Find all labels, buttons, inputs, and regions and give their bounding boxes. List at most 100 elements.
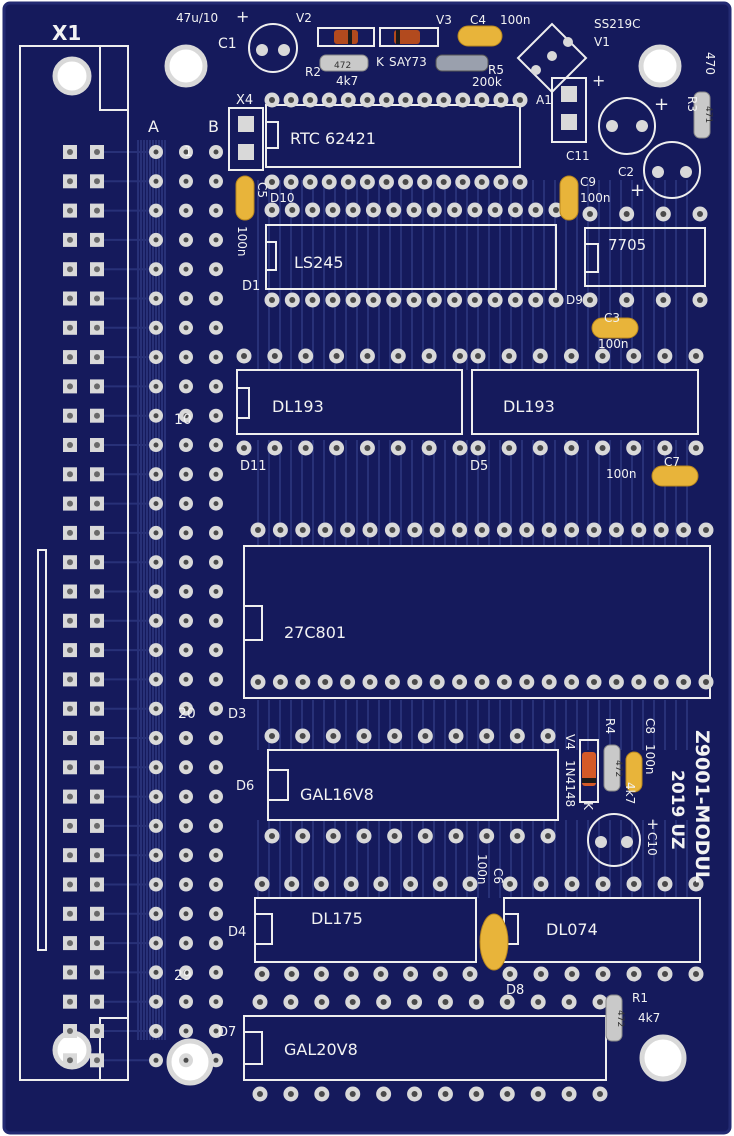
- label-c8-value: 100n: [643, 744, 657, 775]
- label-c5: C5: [255, 182, 269, 198]
- chip-label-d11: DL193: [272, 397, 324, 416]
- chip-label-d9: 7705: [608, 236, 646, 254]
- label-v1-part: SS219C: [594, 17, 641, 31]
- label-c5-value: 100n: [235, 226, 249, 257]
- label-v4: V4: [563, 734, 577, 750]
- label-r2: R2: [305, 65, 321, 79]
- label-k-v4: K: [581, 802, 595, 811]
- ic-d11-outline: [236, 369, 463, 435]
- label-c11: C11: [566, 149, 590, 163]
- chip-label-d7: GAL20V8: [284, 1040, 358, 1059]
- capacitor-c3: [591, 317, 639, 339]
- row-number-10: 10: [174, 412, 192, 428]
- label-c1-plus: +: [236, 7, 249, 26]
- ic-d9-outline: [584, 227, 706, 287]
- diode-v2: [317, 27, 375, 47]
- resistor-r1-code: 472: [615, 1010, 625, 1027]
- mounting-hole: [638, 44, 682, 88]
- label-v4-part: 1N4148: [563, 760, 577, 807]
- ic-d1-outline: [265, 224, 557, 290]
- ic-rtc-outline: [265, 104, 521, 168]
- x1-connector-outline: [19, 45, 129, 1081]
- board-title: Z9001-MODUL: [691, 730, 713, 883]
- label-a1: A1: [536, 93, 552, 107]
- resistor-r3-code: 471: [703, 106, 713, 123]
- label-r5-value: 200k: [472, 75, 502, 89]
- ic-d4-outline: [254, 897, 477, 963]
- electrolytic-c2: [643, 141, 701, 199]
- pin-field: [63, 145, 223, 1068]
- ic-d5-outline: [471, 369, 699, 435]
- trace-layer: [104, 140, 688, 1062]
- ic-outlines: [228, 77, 711, 1081]
- chip-label-d3: 27C801: [284, 623, 346, 642]
- label-d11: D11: [240, 459, 267, 474]
- chip-label-d6: GAL16V8: [300, 785, 374, 804]
- label-c2-plus-b: +: [630, 180, 645, 201]
- label-r1: R1: [632, 991, 648, 1005]
- label-c1-value: 47u/10: [176, 11, 218, 25]
- chip-label-d8: DL074: [546, 920, 598, 939]
- ic-d7-outline: [243, 1015, 607, 1081]
- label-c2: C2: [618, 165, 634, 179]
- electrolytic-c1: [248, 23, 298, 73]
- resistor-r2-code: 472: [334, 61, 351, 71]
- label-d7: D7: [218, 1025, 236, 1040]
- label-r2-value: 4k7: [336, 74, 358, 88]
- label-c4-value: 100n: [500, 13, 531, 27]
- connector-label: X1: [52, 21, 81, 45]
- label-c6: C6: [491, 868, 505, 884]
- label-d8: D8: [506, 983, 524, 998]
- label-c9-value: 100n: [580, 191, 611, 205]
- mounting-hole: [52, 56, 92, 96]
- label-c6-value: 100n: [475, 854, 489, 885]
- ic-d6-outline: [267, 749, 559, 821]
- label-c7: C7: [664, 455, 680, 469]
- capacitor-c6: [479, 913, 509, 971]
- label-c1: C1: [218, 36, 237, 52]
- label-c8: C8: [643, 718, 657, 734]
- label-k-v3: K: [376, 55, 385, 69]
- label-d9: D9: [566, 293, 583, 307]
- electrolytic-c11: [598, 97, 656, 155]
- chip-label-rtc: RTC 62421: [290, 129, 376, 148]
- label-d5: D5: [470, 459, 488, 474]
- label-v1: V1: [594, 35, 610, 49]
- label-r4: R4: [603, 718, 617, 734]
- resistor-r2: [319, 54, 369, 72]
- mounting-hole: [164, 44, 208, 88]
- resistor-r5: [435, 54, 489, 72]
- label-d3: D3: [228, 707, 246, 722]
- resistor-r3: [693, 91, 711, 139]
- chip-label-d1: LS245: [294, 253, 344, 272]
- label-r1-value: 4k7: [638, 1011, 660, 1025]
- row-number-20: 20: [178, 706, 196, 722]
- label-r5: R5: [488, 63, 504, 77]
- electrolytic-c10: [587, 813, 641, 867]
- label-c3: C3: [604, 311, 620, 325]
- ic-pad-rows: [236, 92, 714, 1102]
- label-c11-plus: +: [592, 71, 605, 90]
- row-label-b: B: [208, 117, 219, 136]
- row-number-1: 1: [184, 144, 193, 160]
- capacitor-c8: [625, 751, 643, 793]
- ceramic-capacitors: [235, 25, 699, 971]
- label-c10: C10: [645, 832, 659, 856]
- capacitor-c5: [235, 175, 255, 221]
- label-c10-plus: +: [644, 818, 662, 831]
- label-v3-part: SAY73: [389, 55, 427, 69]
- transistor-v1-pads: [531, 37, 573, 75]
- resistor-r4-code: 472: [613, 760, 623, 777]
- reference-labels: 47u/10 + C1 V2 V3 C4 100n SS219C V1 R2 4…: [176, 7, 717, 1040]
- capacitor-c9: [559, 175, 579, 221]
- capacitor-c7: [651, 465, 699, 487]
- board-subtitle: 2019 UZ: [667, 770, 687, 849]
- label-c4: C4: [470, 13, 486, 27]
- transistor-v1-outline: [516, 22, 588, 94]
- label-d1: D1: [242, 279, 260, 294]
- resistor-r4: [603, 744, 621, 792]
- label-c3-value: 100n: [598, 337, 629, 351]
- diode-v4: [579, 739, 599, 803]
- x4-header-outline: [228, 107, 264, 171]
